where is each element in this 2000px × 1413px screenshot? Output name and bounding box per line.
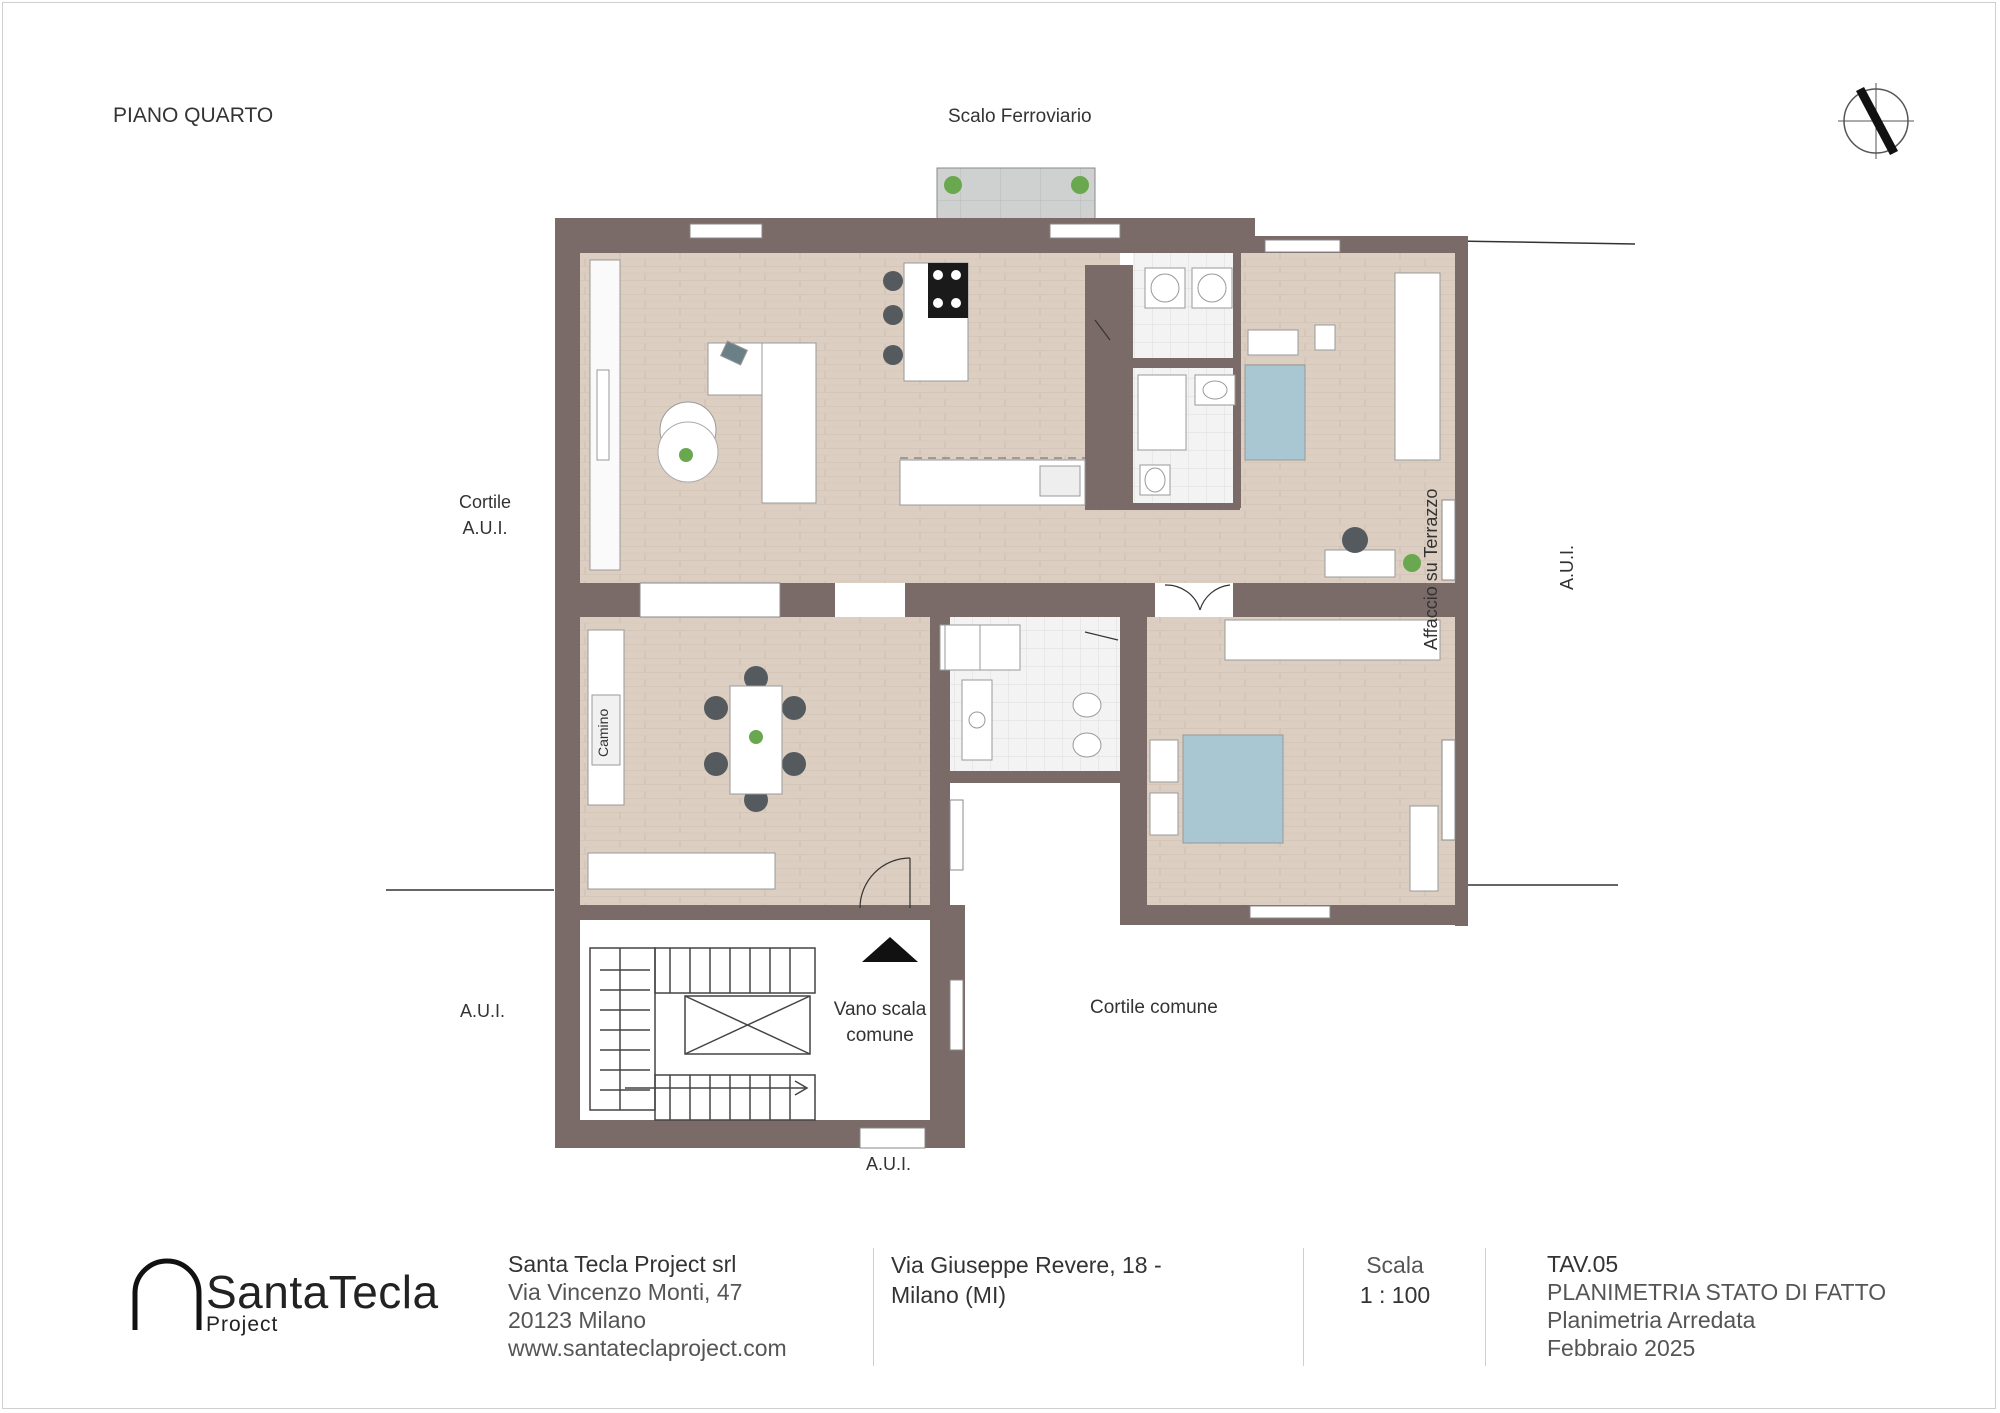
scale-value: 1 : 100 [1359, 1282, 1431, 1308]
footer-divider [1303, 1248, 1304, 1366]
logo-subtitle: Project [206, 1313, 279, 1336]
scale-label: Scala [1366, 1252, 1424, 1278]
kitchen-island [883, 262, 969, 382]
logo-wordmark: SantaTecla [206, 1266, 439, 1318]
dining-furniture [587, 629, 806, 890]
bedroom-2 [1149, 619, 1441, 892]
sheet-block: TAV.05 PLANIMETRIA STATO DI FATTO Planim… [1547, 1250, 1886, 1362]
company-website[interactable]: www.santateclaproject.com [508, 1335, 787, 1361]
company-city: 20123 Milano [508, 1307, 647, 1333]
plants [679, 176, 1421, 744]
bathroom-fixtures [939, 267, 1336, 761]
courtyard-label: Cortile comune [1090, 997, 1218, 1018]
logo-icon [132, 1258, 202, 1330]
bedroom-1 [1244, 272, 1441, 578]
stairwell [589, 947, 816, 1121]
east-context-label: Affaccio su Terrazzo [1421, 488, 1441, 650]
doors [859, 319, 1231, 909]
windows [639, 223, 1456, 1149]
living-furniture [589, 259, 817, 571]
site-block: Via Giuseppe Revere, 18 - Milano (MI) [891, 1250, 1162, 1310]
sheet-title: PLANIMETRIA STATO DI FATTO [1547, 1279, 1887, 1305]
east-context-sublabel: A.U.I. [1557, 544, 1577, 590]
stair-arrow-icon [625, 1080, 809, 1096]
sheet-subtitle: Planimetria Arredata [1547, 1307, 1756, 1333]
stair-direction-icon [862, 937, 918, 962]
fireplace-label: Camino [595, 708, 611, 757]
company-block: Santa Tecla Project srl Via Vincenzo Mon… [508, 1250, 787, 1362]
sheet-number: TAV.05 [1547, 1251, 1619, 1277]
north-arrow-icon [1838, 83, 1914, 159]
scale-block: Scala 1 : 100 [1340, 1250, 1450, 1310]
west-context-label: Cortile [458, 492, 511, 512]
south-label: A.U.I. [866, 1154, 912, 1174]
footer-divider [873, 1248, 874, 1366]
company-name: Santa Tecla Project srl [508, 1251, 737, 1277]
kitchen-counter [899, 457, 1086, 506]
west-context-sublabel: A.U.I. [462, 518, 508, 538]
company-address: Via Vincenzo Monti, 47 [508, 1279, 743, 1305]
footer-divider [1485, 1248, 1486, 1366]
south-west-label: A.U.I. [460, 1001, 506, 1021]
floor-label: PIANO QUARTO [113, 104, 274, 127]
north-context-label: Scalo Ferroviario [948, 106, 1092, 127]
sheet-date: Febbraio 2025 [1547, 1335, 1696, 1361]
walls [555, 218, 1468, 1148]
site-city: Milano (MI) [891, 1282, 1007, 1308]
site-address: Via Giuseppe Revere, 18 - [891, 1252, 1162, 1278]
